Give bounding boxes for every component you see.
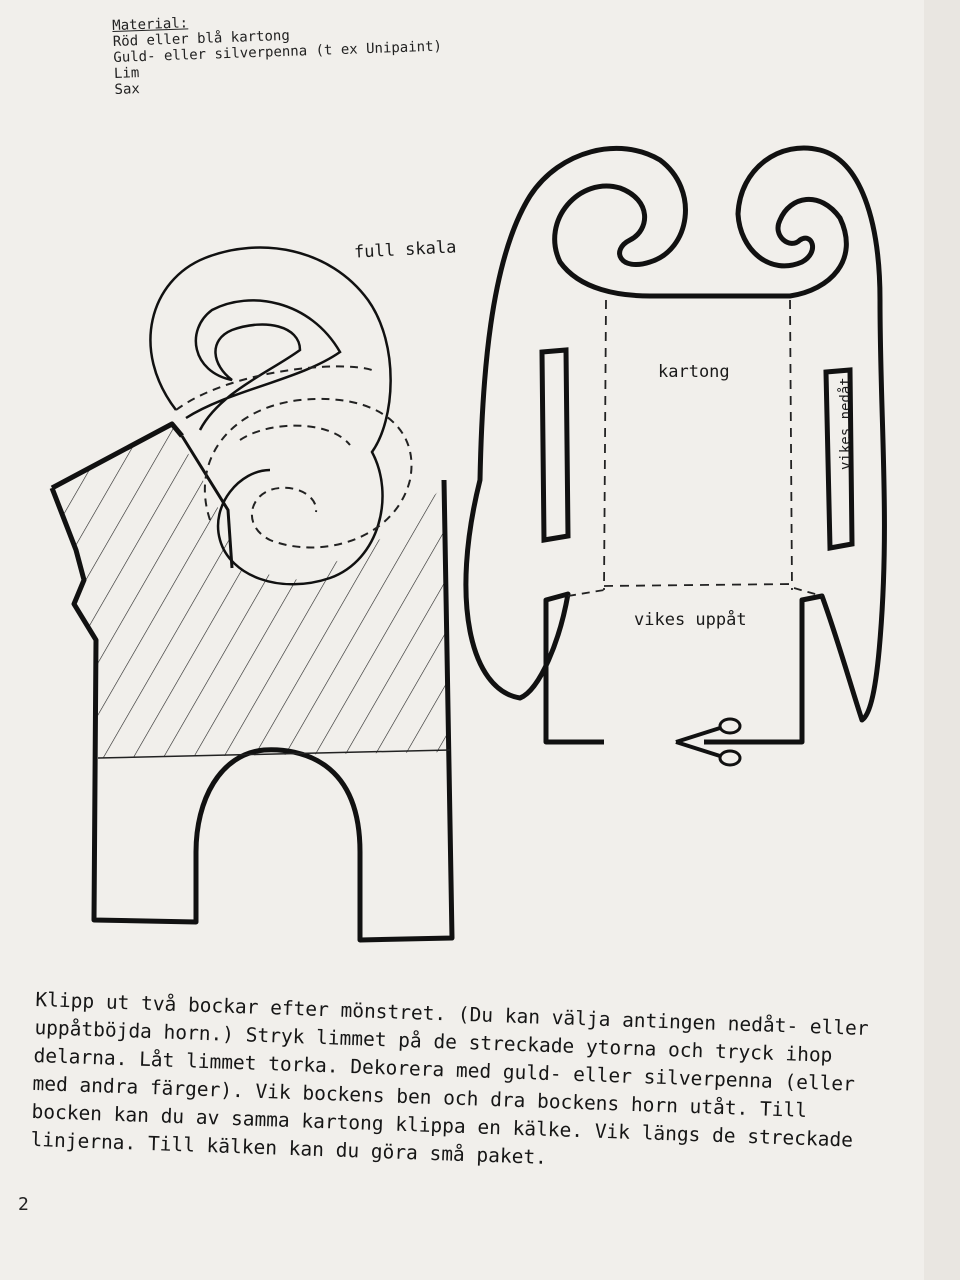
goat-body-divider	[97, 749, 451, 759]
scissors-icon	[675, 717, 742, 767]
horn-upward-inner	[185, 299, 342, 431]
horn-downward-dashed-2	[175, 365, 373, 446]
fold-line-middle	[603, 583, 795, 587]
sled-outline	[463, 145, 887, 745]
fold-line-slot-left	[567, 589, 605, 597]
pattern-drawing	[49, 145, 887, 943]
instructions-text: Klipp ut två bockar efter mönstret. (Du …	[30, 986, 935, 1185]
cardboard-label: kartong	[658, 362, 730, 382]
fold-line-slot-right	[793, 587, 823, 597]
horn-downward-dashed	[203, 397, 413, 549]
next-page-edge	[924, 0, 960, 1280]
page-number: 2	[18, 1194, 29, 1215]
book-page: Material: Röd eller blå kartong Guld- el…	[0, 0, 924, 1280]
fold-line-left	[603, 299, 607, 591]
goat-neck-line	[180, 435, 234, 569]
fold-down-label: vikes nedåt	[838, 377, 854, 470]
horn-upward	[149, 246, 392, 586]
fold-line-right	[789, 299, 793, 591]
glue-area-hatched	[52, 424, 450, 758]
sled-slot-right	[823, 367, 855, 551]
sled-slot-left	[539, 347, 571, 543]
fold-up-label: vikes uppåt	[634, 610, 747, 630]
goat-outline	[49, 421, 455, 943]
